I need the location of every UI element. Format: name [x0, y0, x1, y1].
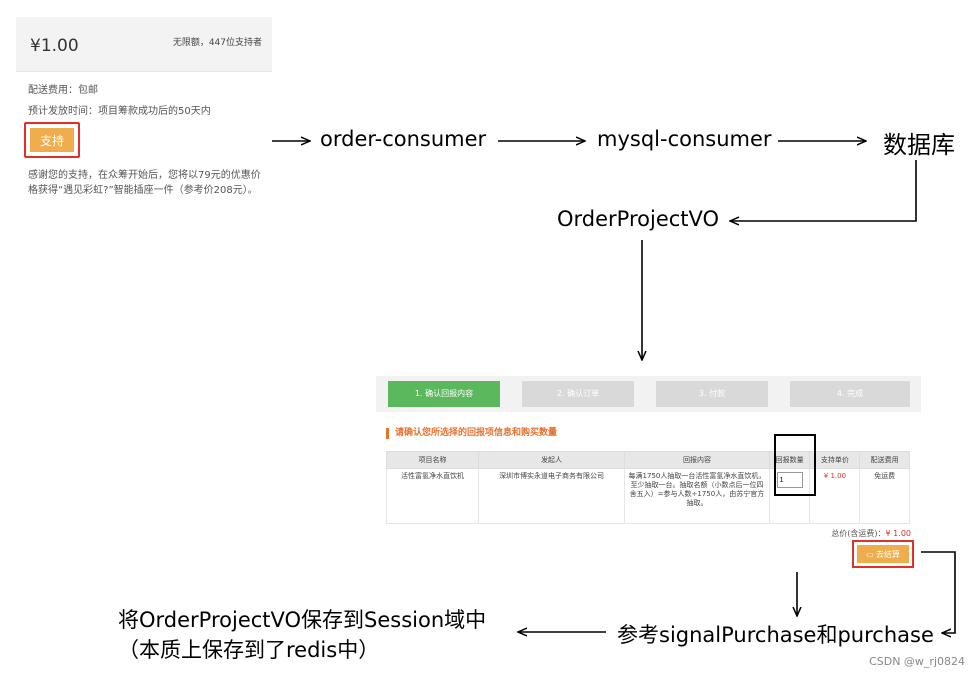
reward-thanks-text: 感谢您的支持，在众筹开始后，您将以79元的优惠价格获得“遇见彩虹?”智能插座一件…: [28, 170, 261, 196]
quantity-input[interactable]: [776, 472, 803, 488]
cell-quantity: [768, 468, 811, 524]
step-confirm-reward: 1. 确认回报内容: [388, 381, 500, 407]
reference-purchase-label: 参考signalPurchase和purchase: [617, 623, 934, 647]
quantity-highlight-box: [774, 434, 816, 496]
cell-shipping: 免运费: [859, 468, 910, 524]
col-shipping: 配送费用: [859, 451, 910, 469]
reward-price: ¥1.00: [30, 36, 79, 56]
mysql-consumer-label: mysql-consumer: [597, 127, 772, 151]
checkout-highlight-box: ▭ 去结算: [852, 540, 914, 568]
section-title: 请确认您所选择的回报项信息和购买数量: [386, 428, 557, 439]
support-highlight-box: 支持: [24, 122, 80, 158]
reward-card-header: [16, 17, 272, 72]
order-consumer-label: order-consumer: [320, 127, 487, 151]
csdn-watermark: CSDN @w_rj0824: [869, 655, 965, 668]
col-reward-content: 回报内容: [624, 451, 770, 469]
total-price: 总价(含运费)：¥ 1.00: [831, 528, 911, 539]
database-label: 数据库: [883, 131, 955, 159]
order-confirm-page: 1. 确认回报内容 2. 确认订单 3. 付款 4. 完成 请确认您所选择的回报…: [376, 376, 921, 572]
reward-eta: 预计发放时间：项目筹款成功后的50天内: [28, 106, 211, 117]
save-session-line2: （本质上保存到了redis中）: [118, 638, 380, 662]
cell-initiator: 深圳市博实永道电子商务有限公司: [478, 468, 626, 524]
card-icon: ▭: [866, 550, 876, 559]
total-label: 总价(含运费)：: [831, 529, 886, 538]
col-initiator: 发起人: [478, 451, 626, 469]
col-unit-price: 支持单价: [809, 451, 861, 469]
total-value: ¥ 1.00: [885, 529, 911, 538]
step-confirm-order: 2. 确认订单: [522, 381, 634, 407]
save-session-line1: 将OrderProjectVO保存到Session域中: [118, 608, 487, 632]
reward-card: ¥1.00 无限额，447位支持者 配送费用：包邮 预计发放时间：项目筹款成功后…: [16, 17, 272, 200]
arrow-checkout-to-reference: [915, 551, 956, 633]
reward-limit: 无限额，447位支持者: [172, 38, 262, 48]
support-button[interactable]: 支持: [30, 128, 74, 152]
order-project-vo-label: OrderProjectVO: [557, 207, 720, 231]
reward-shipping: 配送费用：包邮: [28, 85, 98, 96]
step-complete: 4. 完成: [790, 381, 910, 407]
cell-project-name: 活性富氢净水直饮机: [385, 468, 480, 524]
checkout-button[interactable]: ▭ 去结算: [857, 545, 909, 563]
table-row: 活性富氢净水直饮机 深圳市博实永道电子商务有限公司 每满1750人抽取一台活性富…: [385, 468, 910, 524]
cell-unit-price: ¥ 1.00: [809, 468, 861, 524]
step-payment: 3. 付款: [656, 381, 768, 407]
table-header-row: 项目名称 发起人 回报内容 回报数量 支持单价 配送费用: [385, 451, 910, 469]
arrow-db-to-vo: [730, 160, 917, 221]
col-project-name: 项目名称: [385, 451, 480, 469]
cell-reward-content: 每满1750人抽取一台活性富氢净水直饮机，至少抽取一台。抽取名额（小数点后一位四…: [624, 468, 770, 524]
reward-table: 项目名称 发起人 回报内容 回报数量 支持单价 配送费用 活性富氢净水直饮机 深…: [385, 451, 910, 524]
checkout-label: 去结算: [875, 550, 900, 559]
